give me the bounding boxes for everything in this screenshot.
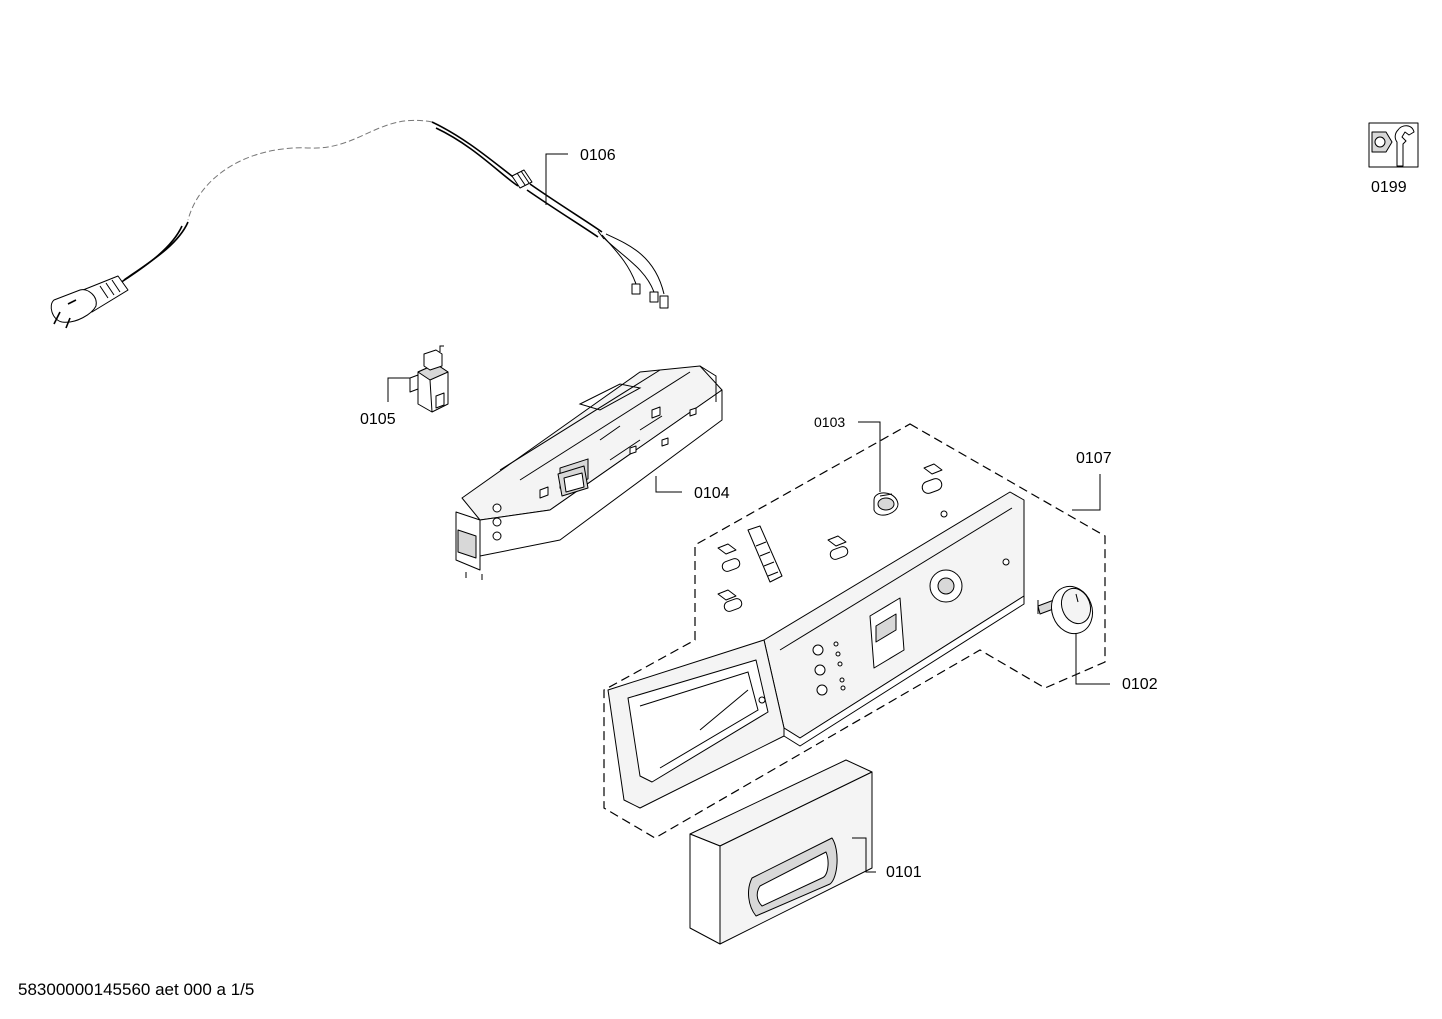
knob-part-0103[interactable] (873, 492, 899, 516)
control-panel-fascia[interactable] (607, 491, 1025, 809)
part-number-0106: 0106 (580, 147, 616, 164)
part-number-0104: 0104 (694, 485, 730, 502)
callout-0106: 0106 (545, 147, 616, 205)
callout-0103: 0103 (814, 414, 881, 492)
callout-0102: 0102 (1075, 634, 1158, 693)
part-number-0107: 0107 (1076, 450, 1112, 467)
callout-0104: 0104 (655, 476, 730, 502)
part-number-0199: 0199 (1371, 179, 1407, 196)
callout-0101: 0101 (852, 837, 922, 881)
switch-part-0105[interactable] (409, 345, 449, 413)
part-number-0102: 0102 (1122, 676, 1158, 693)
mains-cable-0106[interactable] (50, 119, 669, 329)
drawer-front-0101[interactable] (689, 759, 873, 945)
service-kit-0199[interactable] (1368, 122, 1419, 168)
electronic-module-0104[interactable] (455, 365, 723, 580)
callout-0105: 0105 (360, 377, 410, 428)
callout-0107: 0107 (1072, 450, 1112, 511)
selector-knob-0102[interactable] (1037, 581, 1099, 640)
document-id: 58300000145560 aet 000 a 1/5 (18, 980, 255, 999)
part-number-0105: 0105 (360, 411, 396, 428)
push-buttons[interactable] (717, 463, 943, 613)
part-number-0103: 0103 (814, 414, 845, 430)
part-number-0101: 0101 (886, 864, 922, 881)
assembly-boundary-0107 (603, 423, 1106, 839)
